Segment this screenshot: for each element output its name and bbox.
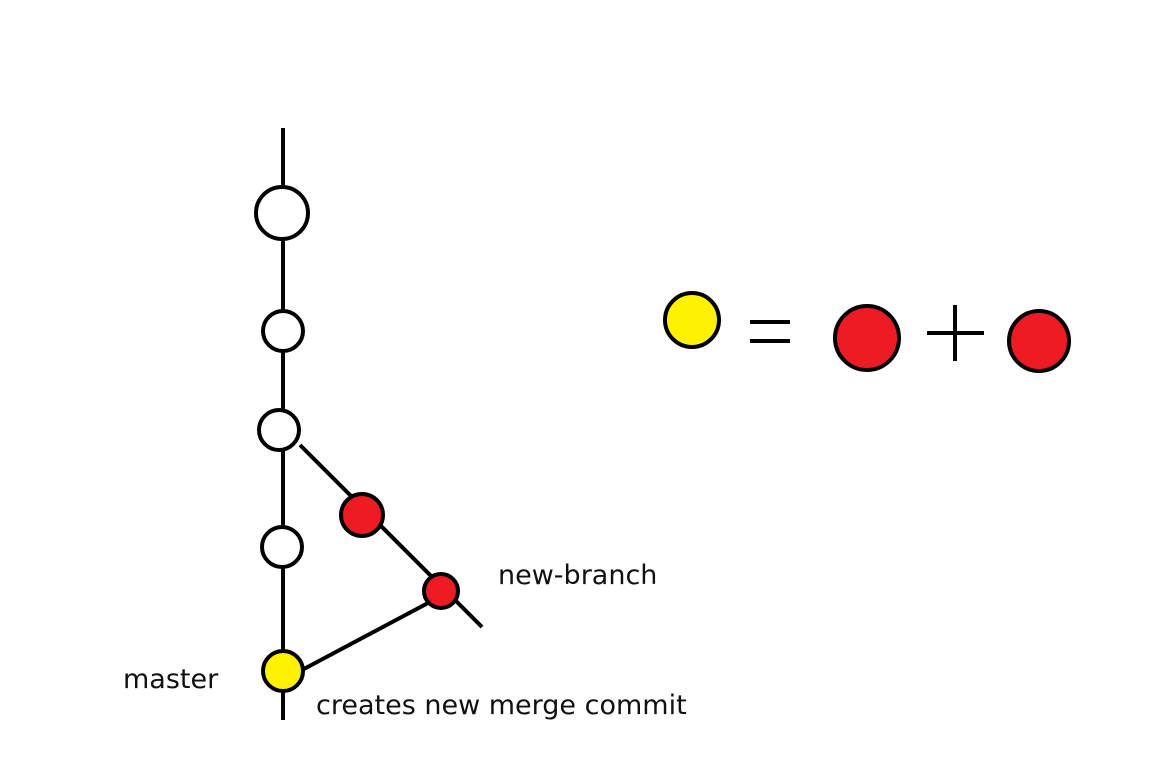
legend-branch-commit-1 xyxy=(833,304,901,372)
master-commit-4 xyxy=(260,525,304,569)
merge-note-label: creates new merge commit xyxy=(316,690,687,721)
master-commit-3 xyxy=(257,408,301,452)
new-branch-label: new-branch xyxy=(498,560,657,591)
merge-commit xyxy=(261,649,305,693)
legend xyxy=(663,291,1071,373)
legend-branch-commit-2 xyxy=(1007,309,1071,373)
branch-commit-2 xyxy=(422,572,460,610)
master-label: master xyxy=(123,664,219,695)
legend-merge-commit xyxy=(663,291,721,349)
master-commit-1 xyxy=(254,185,310,241)
equals-sign xyxy=(750,320,790,343)
master-commit-2 xyxy=(261,309,305,353)
branch-commit-1 xyxy=(339,492,385,538)
plus-sign xyxy=(927,305,984,361)
merge-line xyxy=(301,601,429,672)
